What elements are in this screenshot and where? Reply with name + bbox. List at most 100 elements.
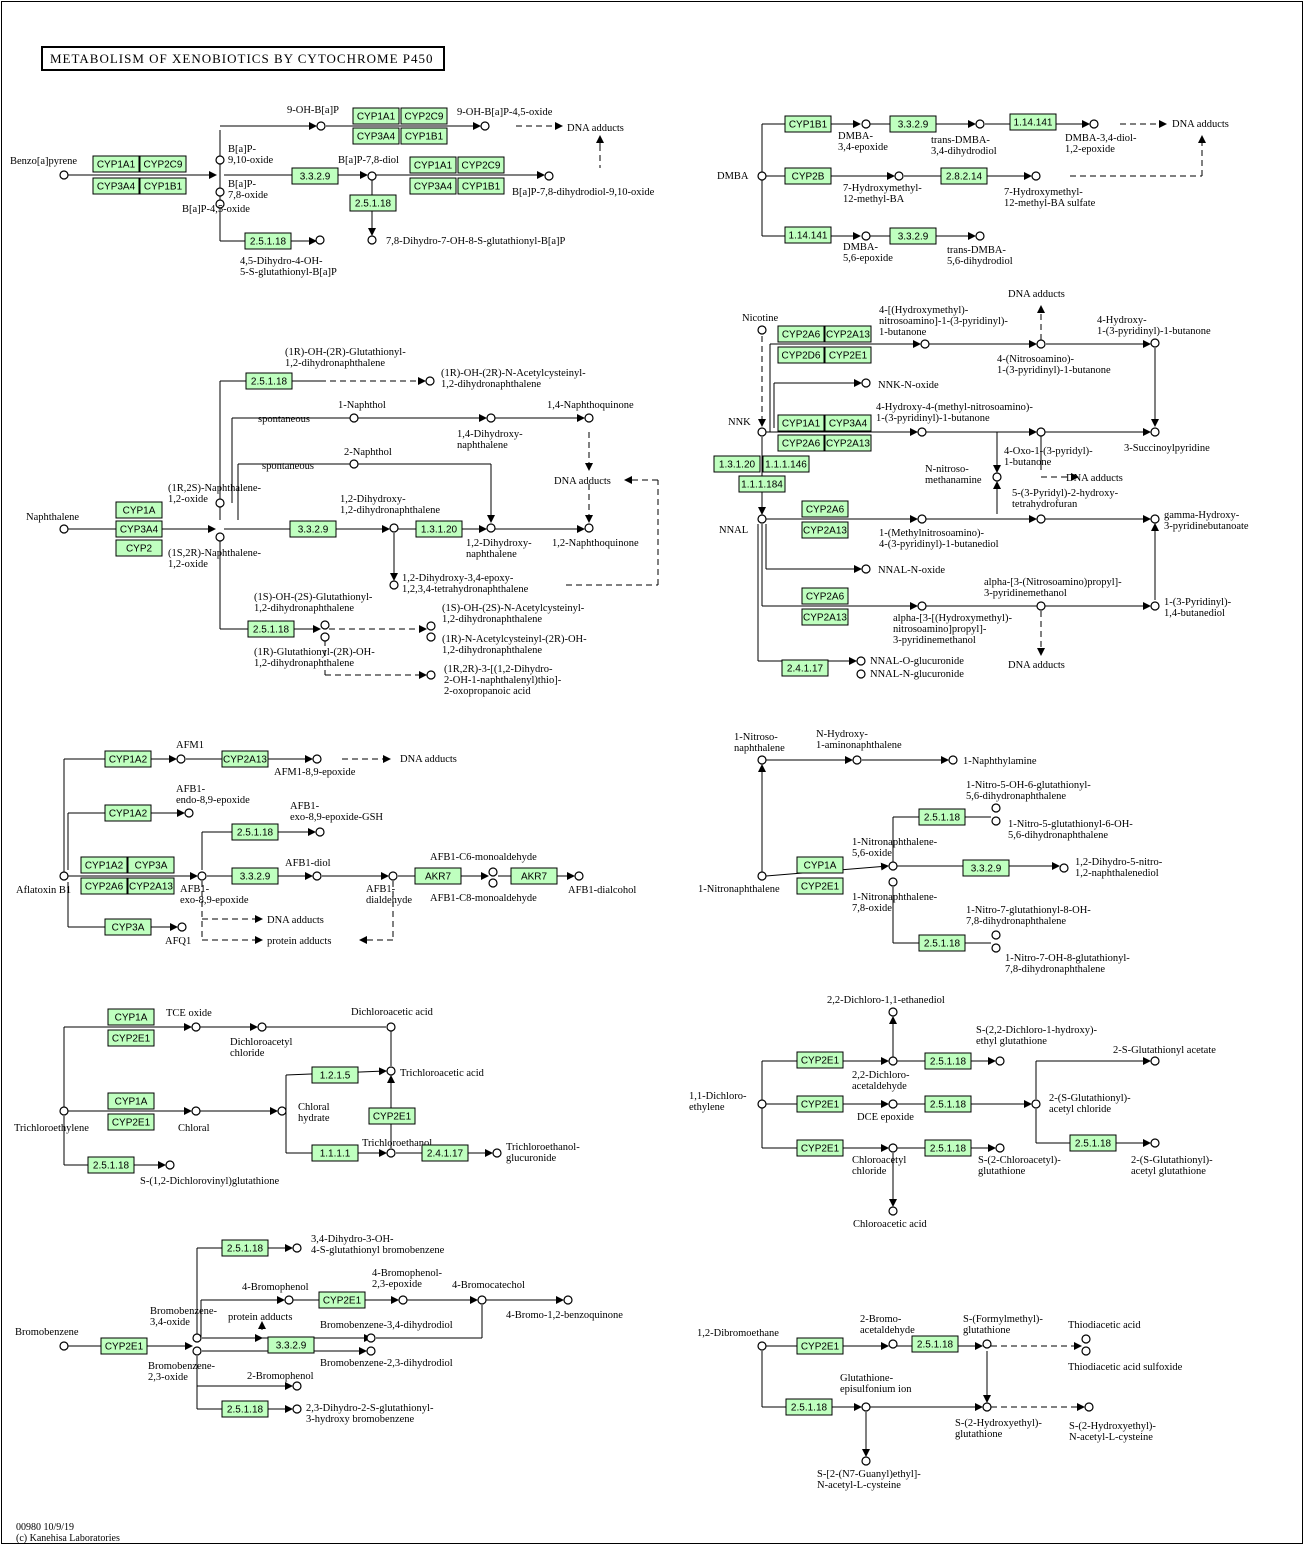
enzyme-rect[interactable] — [777, 434, 825, 452]
compound[interactable]: Trichloroethanol — [362, 1138, 432, 1158]
compound-node[interactable] — [1081, 1334, 1091, 1344]
enzyme-box[interactable]: 1.14.141 — [1009, 113, 1057, 131]
enzyme-box[interactable]: 2.5.1.18 — [245, 372, 293, 390]
enzyme-box[interactable]: 2.5.1.18 — [911, 1335, 959, 1353]
enzyme-box[interactable]: CYP1A1 — [352, 107, 400, 125]
compound[interactable]: DCE epoxide — [857, 1099, 914, 1123]
compound[interactable]: (1R,2R)-3-[(1,2-Dihydro-2-OH-1-naphthale… — [426, 664, 562, 697]
enzyme-box[interactable]: 1.1.1.184 — [738, 475, 786, 493]
enzyme-box[interactable]: 3.3.2.9 — [267, 1336, 315, 1354]
enzyme-box[interactable]: 2.8.2.14 — [940, 167, 988, 185]
compound[interactable]: AFB1-dialdehyde — [366, 871, 412, 906]
enzyme-rect[interactable] — [824, 414, 872, 432]
compound-node[interactable] — [563, 1295, 573, 1305]
compound[interactable]: AFB1-exo-8,9-epoxide-GSH — [290, 801, 383, 837]
enzyme-rect[interactable] — [244, 232, 292, 250]
compound[interactable]: N-Hydroxy-1-aminonaphthalene — [816, 729, 902, 765]
compound-node[interactable] — [398, 1295, 408, 1305]
compound-node[interactable] — [59, 1106, 69, 1116]
enzyme-box[interactable]: 2.5.1.18 — [349, 194, 397, 212]
compound[interactable]: NNAL-N-glucuronide — [856, 669, 964, 680]
enzyme-rect[interactable] — [777, 346, 825, 364]
compound-node[interactable] — [917, 514, 927, 524]
enzyme-rect[interactable] — [104, 750, 152, 768]
enzyme-box[interactable]: 2.5.1.18 — [247, 620, 295, 638]
compound[interactable]: DMBA — [717, 171, 767, 182]
compound-node[interactable] — [426, 621, 436, 631]
compound-node[interactable] — [1036, 601, 1046, 611]
compound-node[interactable] — [888, 1056, 898, 1066]
compound[interactable]: 1-Nitroso-naphthalene — [734, 732, 785, 765]
enzyme-box[interactable]: CYP2A13 — [221, 750, 269, 768]
enzyme-box[interactable]: 2.5.1.18 — [924, 1052, 972, 1070]
compound-node[interactable] — [386, 1148, 396, 1158]
compound-node[interactable] — [215, 498, 225, 508]
enzyme-box[interactable]: 2.5.1.18 — [244, 232, 292, 250]
compound[interactable]: B[a]P-9,10-oxide — [215, 144, 274, 166]
compound-node[interactable] — [386, 1066, 396, 1076]
compound-node[interactable] — [312, 754, 322, 764]
compound[interactable]: 1-Naphthol — [338, 400, 386, 423]
enzyme-box[interactable]: CYP1A2 — [104, 750, 152, 768]
compound-node[interactable] — [59, 524, 69, 534]
enzyme-box[interactable]: 2.5.1.18 — [87, 1156, 135, 1174]
compound-node[interactable] — [995, 1056, 1005, 1066]
compound[interactable]: 4-Oxo-1-(3-pyridyl)-1-butanone — [1004, 427, 1093, 468]
enzyme-box[interactable]: CYP2A6 — [777, 325, 825, 343]
compound[interactable]: 1,4-Dihydroxy-naphthalene — [457, 413, 523, 451]
enzyme-box[interactable]: 2.4.1.17 — [781, 659, 829, 677]
enzyme-box[interactable]: 3.3.2.9 — [962, 859, 1010, 877]
compound-node[interactable] — [59, 170, 69, 180]
compound-node[interactable] — [192, 1333, 202, 1343]
compound[interactable]: AFM1-8,9-epoxide — [274, 754, 356, 778]
enzyme-rect[interactable] — [1009, 113, 1057, 131]
compound[interactable]: B[a]P-7,8-oxide — [215, 179, 268, 201]
enzyme-rect[interactable] — [107, 1113, 155, 1131]
enzyme-rect[interactable] — [139, 177, 187, 195]
compound-node[interactable] — [215, 199, 225, 209]
compound-node[interactable] — [284, 1295, 294, 1305]
compound[interactable]: (1R,2S)-Naphthalene-1,2-oxide — [168, 483, 262, 508]
enzyme-box[interactable]: CYP1B1 — [784, 115, 832, 133]
compound[interactable]: protein adducts — [228, 1312, 292, 1323]
compound[interactable]: S-(2-Chloroacetyl)-glutathione — [978, 1143, 1061, 1177]
compound-node[interactable] — [486, 523, 496, 533]
enzyme-rect[interactable] — [801, 587, 849, 605]
compound-node[interactable] — [426, 670, 436, 680]
enzyme-box[interactable]: CYP2 — [115, 539, 163, 557]
compound[interactable]: (1R)-Glutathionyl-(2R)-OH-1,2-dihydronap… — [254, 632, 375, 669]
enzyme-rect[interactable] — [824, 346, 872, 364]
compound[interactable]: Trichloroethylene — [14, 1106, 89, 1134]
enzyme-rect[interactable] — [247, 620, 295, 638]
compound[interactable]: Chloral — [178, 1106, 210, 1134]
compound-node[interactable] — [1084, 1402, 1094, 1412]
enzyme-box[interactable]: 3.3.2.9 — [889, 227, 937, 245]
compound[interactable]: (1R)-OH-(2R)-N-Acetylcysteinyl-1,2-dihyd… — [425, 368, 586, 390]
enzyme-rect[interactable] — [924, 1095, 972, 1113]
compound[interactable]: S-(2,2-Dichloro-1-hydroxy)-ethyl glutath… — [976, 1025, 1098, 1066]
compound[interactable]: DNA adducts — [554, 476, 611, 487]
compound-node[interactable] — [757, 871, 767, 881]
enzyme-box[interactable]: AKR7 — [414, 867, 462, 885]
compound-node[interactable] — [492, 1148, 502, 1158]
enzyme-rect[interactable] — [738, 475, 786, 493]
compound[interactable]: AFM1 — [176, 740, 204, 764]
enzyme-box[interactable]: CYP2E1 — [824, 346, 872, 364]
compound-node[interactable] — [389, 523, 399, 533]
enzyme-rect[interactable] — [1069, 1134, 1117, 1152]
compound-node[interactable] — [1150, 1138, 1160, 1148]
compound[interactable]: 2-Bromophenol — [247, 1371, 314, 1391]
enzyme-rect[interactable] — [92, 177, 140, 195]
compound[interactable]: Benzo[a]pyrene — [10, 156, 77, 180]
compound-node[interactable] — [917, 427, 927, 437]
compound[interactable]: DMBA-3,4-epoxide — [838, 119, 888, 153]
compound-node[interactable] — [165, 1160, 175, 1170]
compound[interactable]: 1,2-Dihydroxy-3,4-epoxy-1,2,3,4-tetrahyd… — [389, 573, 529, 595]
compound-node[interactable] — [888, 1339, 898, 1349]
enzyme-rect[interactable] — [796, 1095, 844, 1113]
compound-node[interactable] — [176, 754, 186, 764]
compound[interactable]: 1,2-Naphthoquinone — [552, 523, 639, 549]
enzyme-box[interactable]: CYP2E1 — [796, 1095, 844, 1113]
